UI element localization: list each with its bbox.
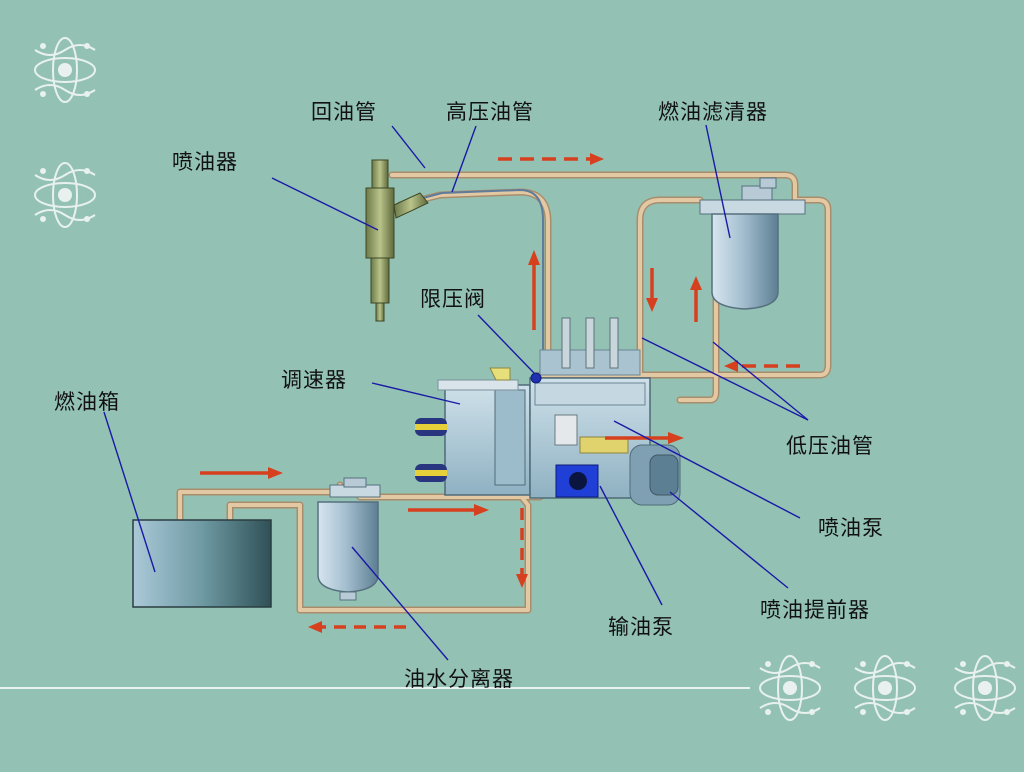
label-return-pipe: 回油管: [311, 100, 377, 124]
flow-arrow-icon: [200, 153, 800, 633]
label-injector: 喷油器: [172, 150, 238, 174]
leader-lines: [103, 124, 809, 661]
label-injection-advancer: 喷油提前器: [760, 598, 870, 622]
fuel-filter-body: [699, 177, 806, 310]
fuel-tank-body: [132, 519, 272, 608]
label-water-separator: 油水分离器: [404, 667, 514, 691]
label-pressure-limit-valve: 限压阀: [420, 287, 486, 311]
label-fuel-filter: 燃油滤清器: [658, 100, 768, 124]
injector-body: [365, 159, 429, 322]
label-injection-pump: 喷油泵: [818, 516, 884, 540]
label-fuel-tank: 燃油箱: [54, 390, 120, 414]
label-low-pressure-pipe: 低压油管: [786, 434, 874, 458]
label-transfer-pump: 输油泵: [608, 615, 674, 639]
water-separator-body: [317, 477, 381, 601]
label-high-pressure-pipe: 高压油管: [446, 100, 534, 124]
pipe-network: [176, 171, 832, 614]
label-governor: 调速器: [281, 368, 347, 392]
injection-pump-assembly: [415, 317, 681, 506]
